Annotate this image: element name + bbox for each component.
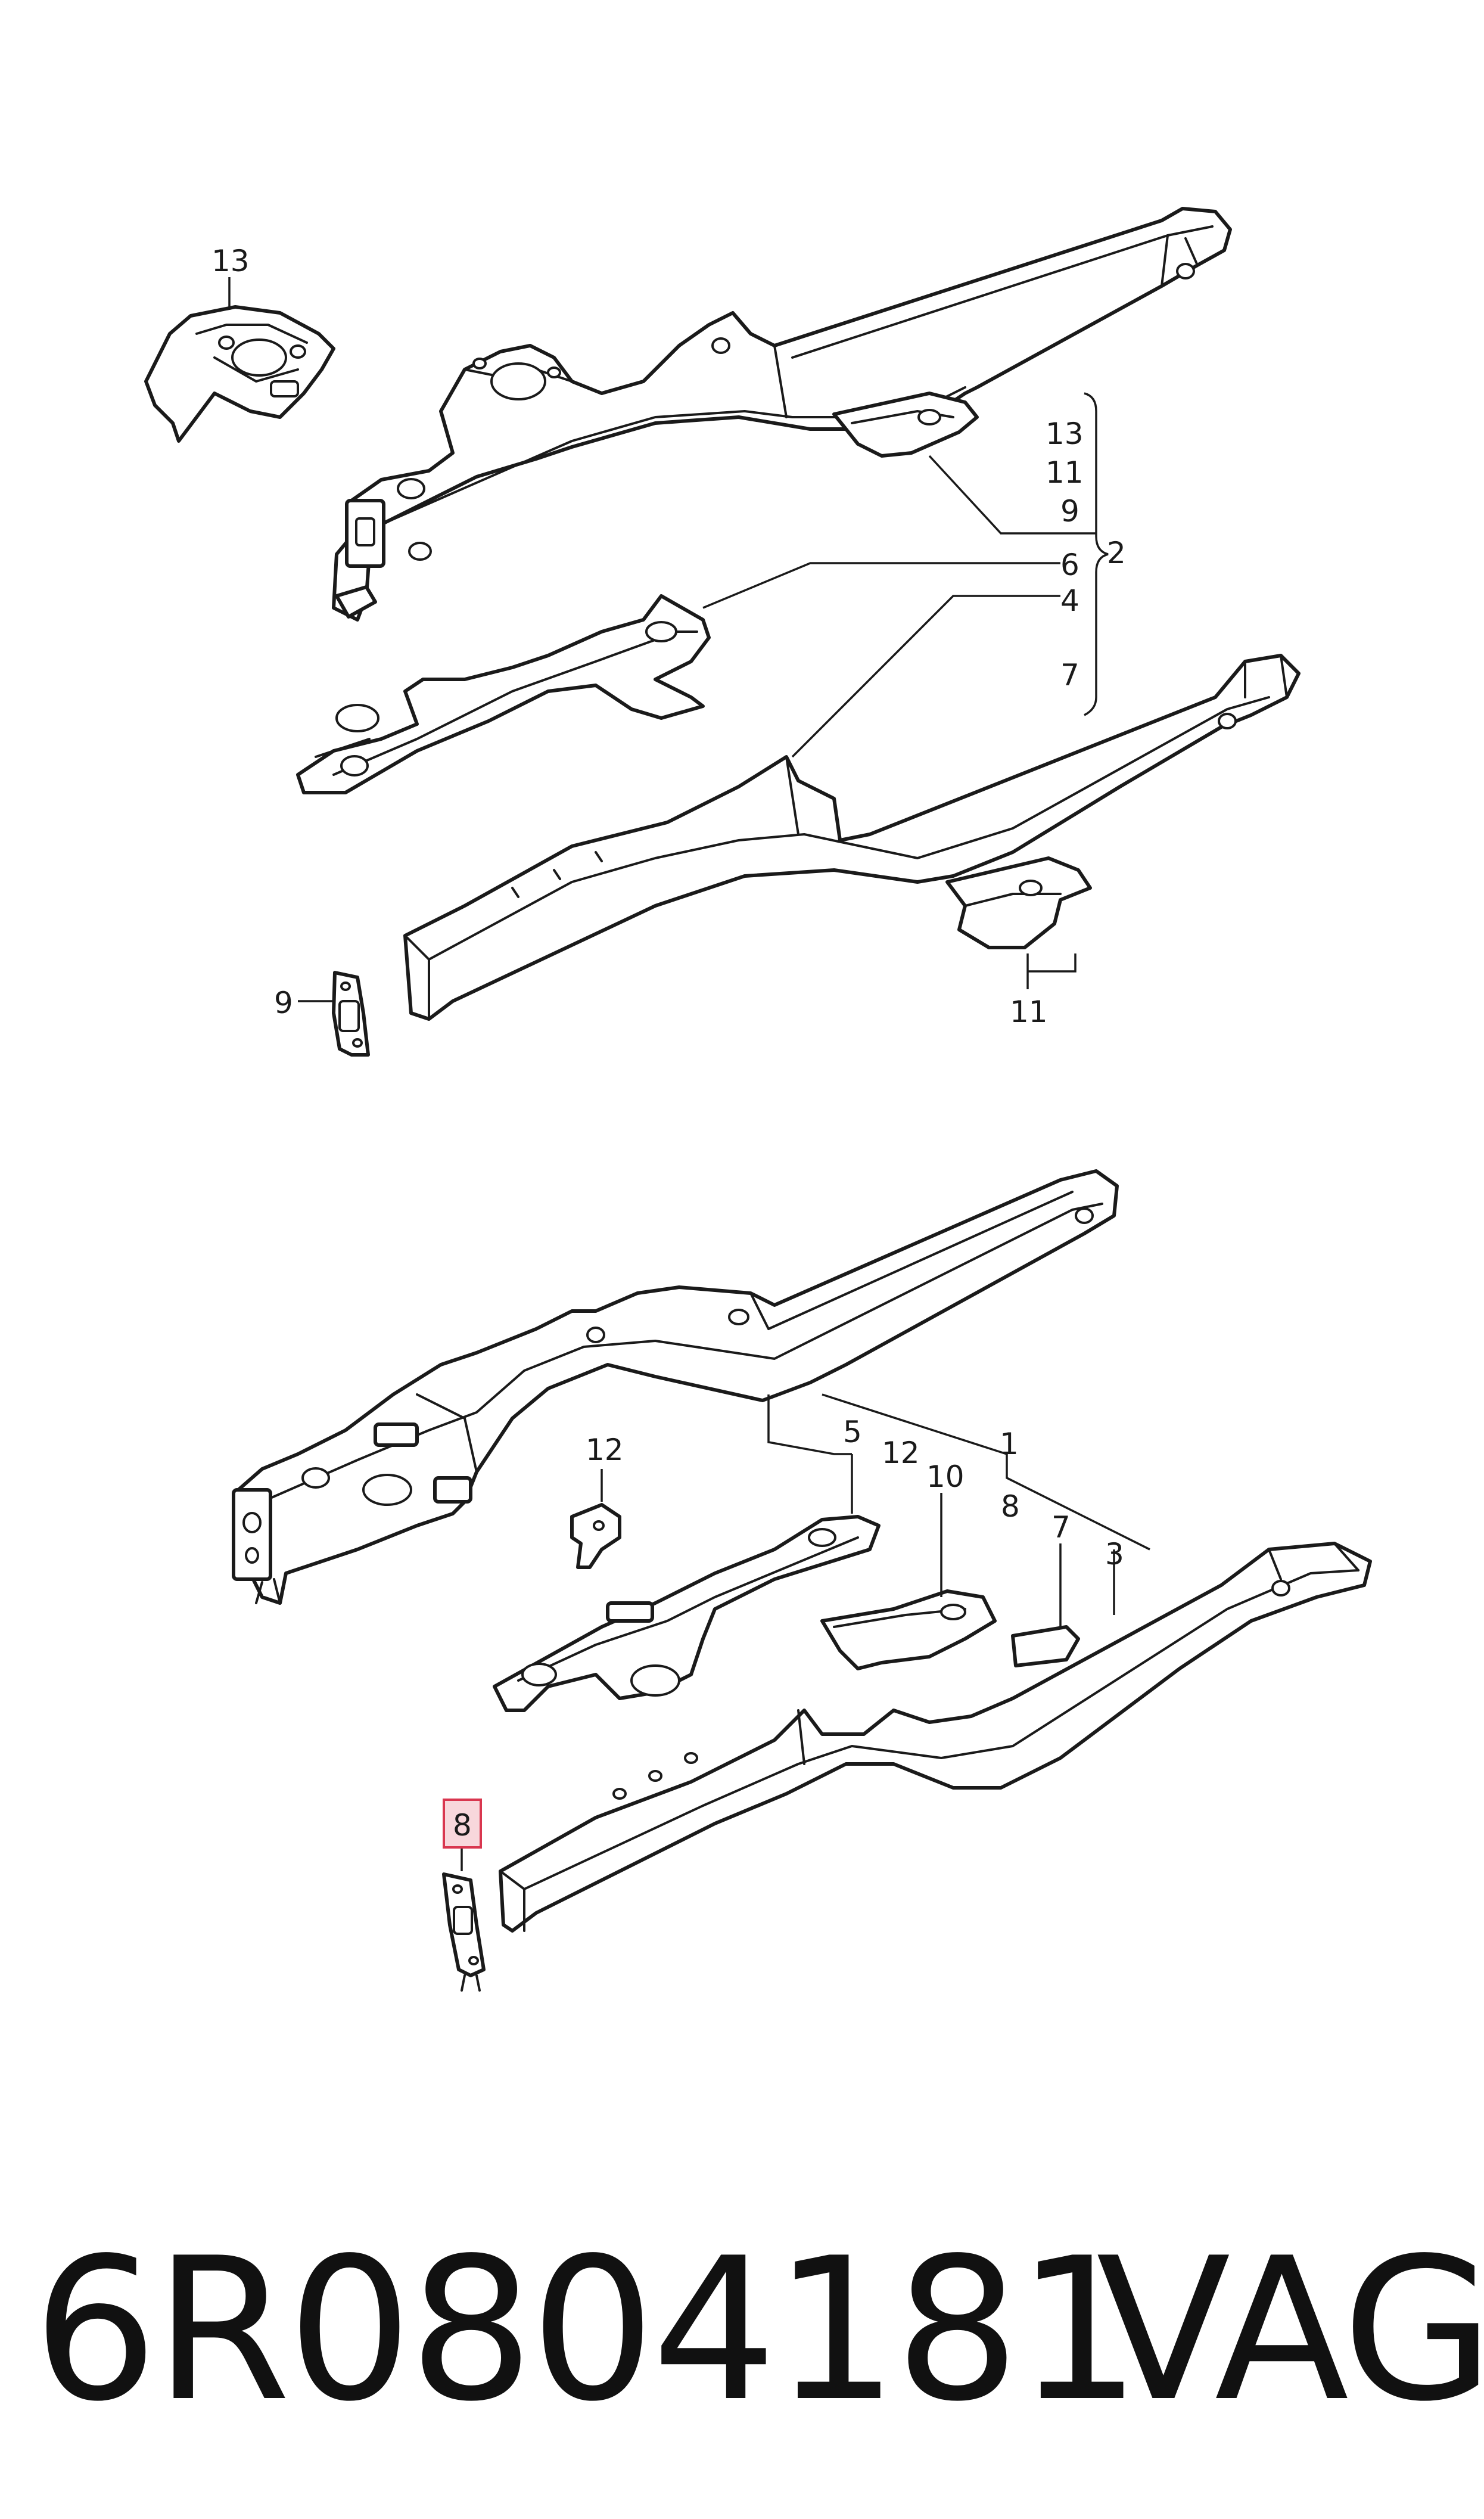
callout-6: 6 — [1060, 548, 1079, 582]
callout-3: 3 — [1105, 1537, 1124, 1571]
part-11-bracket — [945, 856, 1092, 949]
callout-12-standalone: 12 — [586, 1433, 624, 1467]
callout-7: 7 — [1051, 1510, 1071, 1545]
brand-label: VAG — [1096, 2216, 1484, 2445]
part-9-bracket — [332, 971, 370, 1057]
callout-10: 10 — [926, 1459, 965, 1494]
part-5-rail — [493, 1515, 881, 1712]
part-8-bracket — [442, 1872, 486, 1992]
callout-9: 9 — [1060, 494, 1079, 529]
part-7-plate — [1011, 1625, 1080, 1667]
callout-8: 8 — [1001, 1489, 1020, 1524]
part-10-bracket — [820, 1589, 997, 1670]
callout-1: 1 — [1000, 1427, 1019, 1461]
bottom-assembly: 12 5 12 10 1 8 7 3 8 — [232, 1169, 1372, 1992]
part-number: 6R0804181 — [33, 2216, 1141, 2445]
part-3-rail — [499, 1542, 1372, 1933]
callout-11: 11 — [1046, 455, 1084, 490]
callout-12: 12 — [882, 1436, 920, 1470]
callout-4: 4 — [1060, 583, 1079, 618]
callout-7: 7 — [1060, 658, 1079, 692]
callout-8-highlighted: 8 — [453, 1808, 472, 1843]
part-6-rail — [296, 594, 711, 794]
callout-13: 13 — [1046, 417, 1084, 451]
part-1-assembly — [232, 1169, 1119, 1605]
highlight-box — [443, 1799, 482, 1849]
part-2-assembly — [332, 207, 1232, 622]
callout-5: 5 — [843, 1415, 862, 1449]
callout-13-standalone: 13 — [211, 244, 250, 278]
callout-2: 2 — [1107, 536, 1126, 570]
part-12-bracket — [570, 1503, 621, 1569]
callout-9-standalone: 9 — [274, 986, 293, 1020]
top-assembly: 13 13 11 9 6 4 7 2 9 11 — [144, 207, 1301, 1057]
part-4-rail — [403, 654, 1301, 1021]
part-13-bracket — [144, 305, 335, 443]
callout-11-standalone: 11 — [1010, 995, 1048, 1029]
